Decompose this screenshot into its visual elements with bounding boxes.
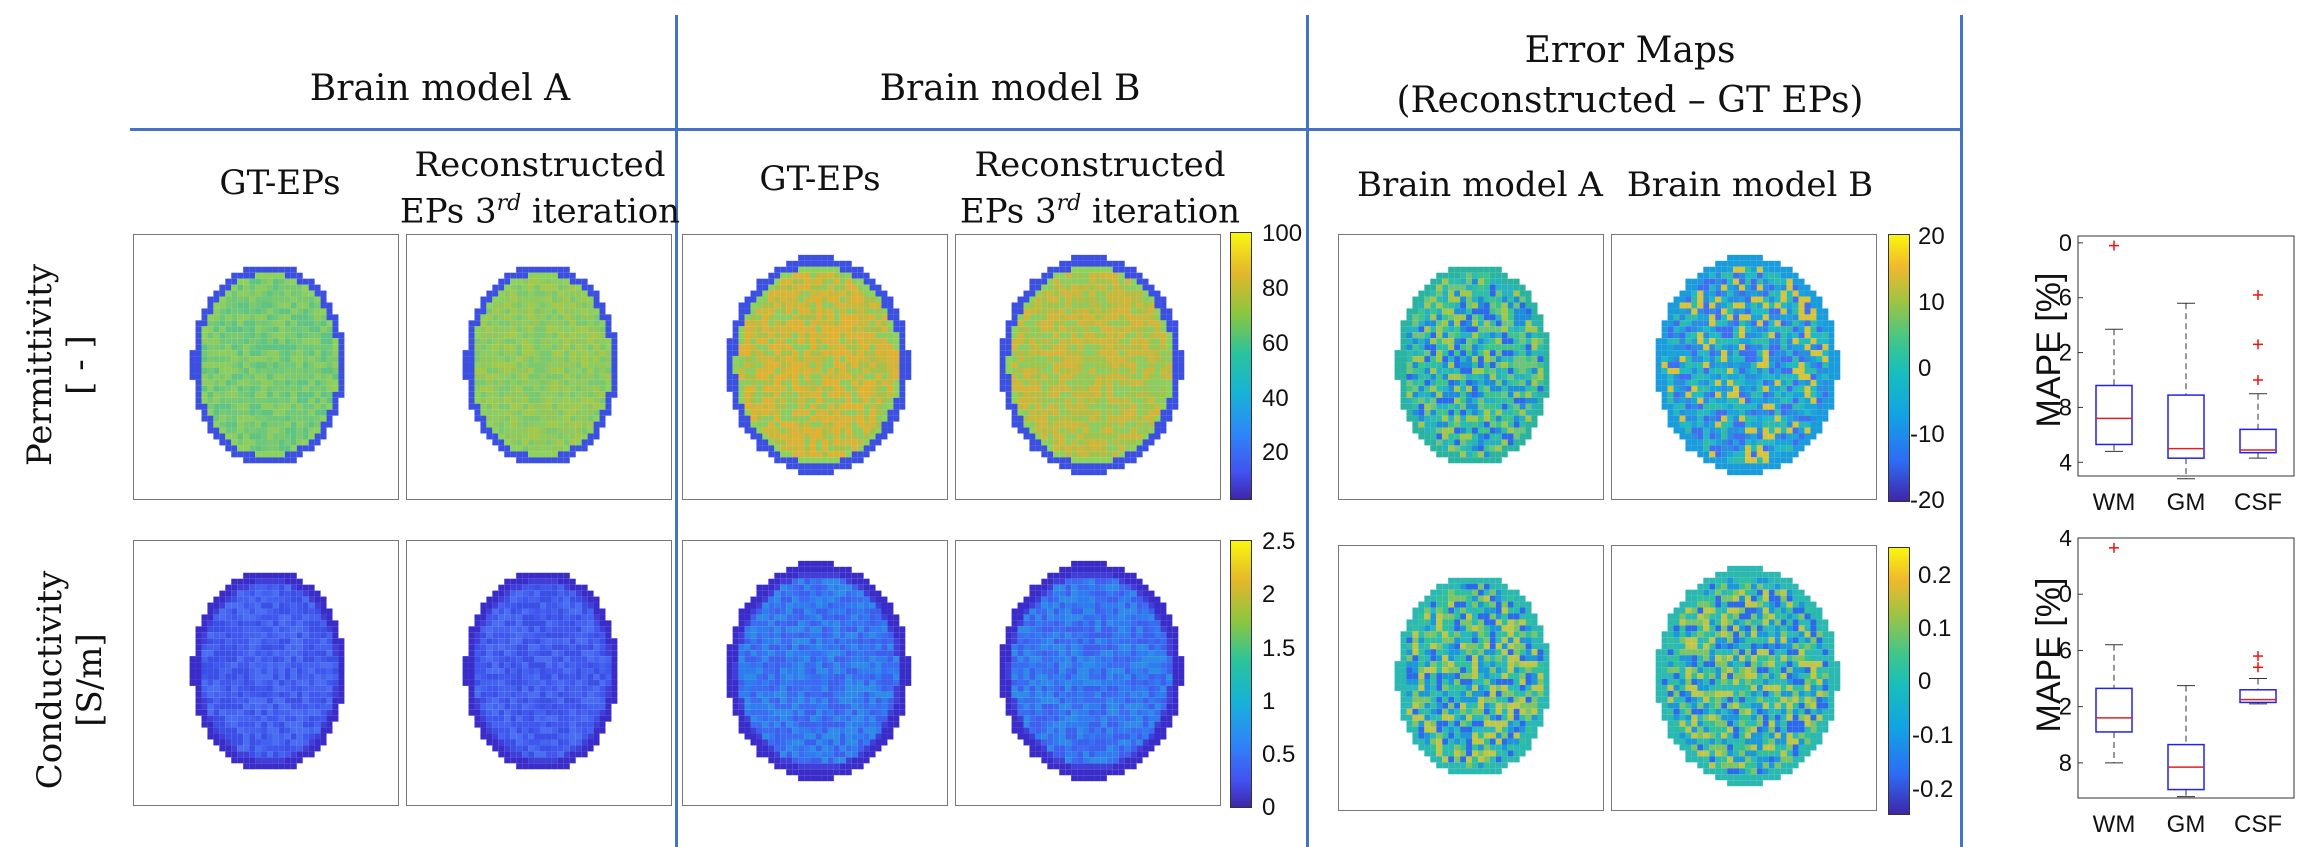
- subheader-recon-a-line1: Reconstructed: [414, 145, 666, 185]
- cbar-perm-tick-4: 40: [1262, 385, 1289, 412]
- cbar-cond-tick-2: 2: [1262, 581, 1276, 608]
- y-tick-label: 4: [2060, 449, 2072, 476]
- cbar-cond-tick-6: 0: [1262, 794, 1276, 821]
- map-cond-gt-a: [133, 540, 399, 806]
- subheader-error-a: Brain model A: [1357, 165, 1603, 205]
- x-tick-label: WM: [2093, 489, 2136, 516]
- cbar-cerr-tick-5: -0.2: [1912, 776, 1954, 803]
- map-perm-recon-a: [406, 234, 672, 500]
- y-tick-label: 16: [2060, 637, 2072, 664]
- map-perm-gt-a: [133, 234, 399, 500]
- cbar-perm-tick-3: 60: [1262, 330, 1289, 357]
- colorbar-conductivity: [1230, 540, 1252, 808]
- box-iqr: [2095, 384, 2133, 446]
- map-cond-error-b: [1611, 545, 1877, 811]
- map-perm-error-a: [1338, 234, 1604, 500]
- y-tick-label: 12: [2060, 340, 2072, 367]
- subheader-recon-b-line2: EPs 3rd iteration: [959, 191, 1241, 232]
- cbar-cond-tick-4: 1: [1262, 688, 1276, 715]
- subheader-error-b: Brain model B: [1626, 165, 1874, 205]
- header-brain-model-b: Brain model B: [879, 68, 1141, 109]
- subheader-recon-a-line2: EPs 3rd iteration: [399, 191, 681, 232]
- cbar-perm-tick-2: 80: [1262, 275, 1289, 302]
- cbar-perr-tick-3: 0: [1918, 355, 1932, 382]
- x-tick-label: CSF: [2234, 489, 2282, 516]
- header-brain-model-a: Brain model A: [309, 68, 571, 109]
- cbar-cerr-tick-2: 0.1: [1918, 615, 1952, 642]
- map-cond-recon-a: [406, 540, 672, 806]
- divider-horizontal: [130, 128, 1962, 131]
- cbar-cond-tick-3: 1.5: [1262, 635, 1296, 662]
- plot-frame: [2077, 537, 2295, 799]
- divider-vertical-1: [675, 15, 678, 847]
- map-cond-recon-b: [955, 540, 1221, 806]
- map-cond-error-a: [1338, 545, 1604, 811]
- map-perm-error-b: [1611, 234, 1877, 500]
- cbar-perr-tick-1: 20: [1918, 223, 1945, 250]
- cbar-cerr-tick-4: -0.1: [1912, 722, 1954, 749]
- boxplot-conductivity-mape: 8 12 16 20 24WM GM CSF: [2045, 525, 2300, 840]
- y-tick-label: 12: [2060, 694, 2072, 721]
- box-iqr: [2095, 687, 2133, 733]
- cbar-perr-tick-4: -10: [1910, 421, 1945, 448]
- x-tick-label: GM: [2167, 811, 2206, 838]
- y-tick-label: 20: [2060, 230, 2072, 257]
- subheader-gt-eps-a: GT-EPs: [219, 163, 341, 203]
- map-perm-recon-b: [955, 234, 1221, 500]
- map-perm-gt-b: [682, 234, 948, 500]
- cbar-cerr-tick-3: 0: [1918, 668, 1932, 695]
- cbar-perm-tick-5: 20: [1262, 439, 1289, 466]
- cbar-perr-tick-2: 10: [1918, 289, 1945, 316]
- subheader-recon-b-line1: Reconstructed: [974, 145, 1226, 185]
- y-tick-label: 20: [2060, 581, 2072, 608]
- colorbar-perm-error: [1888, 234, 1910, 502]
- divider-vertical-2: [1306, 15, 1309, 847]
- map-cond-gt-b: [682, 540, 948, 806]
- box-iqr: [2239, 428, 2277, 454]
- divider-vertical-3: [1960, 15, 1963, 847]
- y-tick-label: 8: [2060, 750, 2072, 777]
- x-tick-label: WM: [2093, 811, 2136, 838]
- y-tick-label: 24: [2060, 530, 2072, 552]
- colorbar-permittivity: [1230, 232, 1252, 500]
- cbar-perr-tick-5: -20: [1910, 487, 1945, 514]
- x-tick-label: GM: [2167, 489, 2206, 516]
- colorbar-cond-error: [1888, 547, 1910, 815]
- x-tick-label: CSF: [2234, 811, 2282, 838]
- subheader-gt-eps-b: GT-EPs: [759, 159, 881, 199]
- row-label-conductivity: Conductivity [S/m]: [30, 570, 110, 790]
- box-iqr: [2167, 394, 2205, 459]
- box-iqr: [2239, 689, 2277, 704]
- header-error-maps-line2: (Reconstructed – GT EPs): [1396, 80, 1864, 121]
- header-error-maps-line1: Error Maps: [1524, 30, 1736, 71]
- y-tick-label: 8: [2060, 394, 2072, 421]
- y-tick-label: 16: [2060, 285, 2072, 312]
- row-label-permittivity: Permittivity [ - ]: [20, 264, 100, 466]
- cbar-cond-tick-5: 0.5: [1262, 741, 1296, 768]
- boxplot-permittivity-mape: 4 8 12 16 20WM GM CSF: [2045, 228, 2300, 518]
- cbar-cerr-tick-1: 0.2: [1918, 562, 1952, 589]
- cbar-perm-tick-1: 100: [1262, 220, 1303, 247]
- cbar-cond-tick-1: 2.5: [1262, 528, 1296, 555]
- plot-frame: [2077, 235, 2295, 477]
